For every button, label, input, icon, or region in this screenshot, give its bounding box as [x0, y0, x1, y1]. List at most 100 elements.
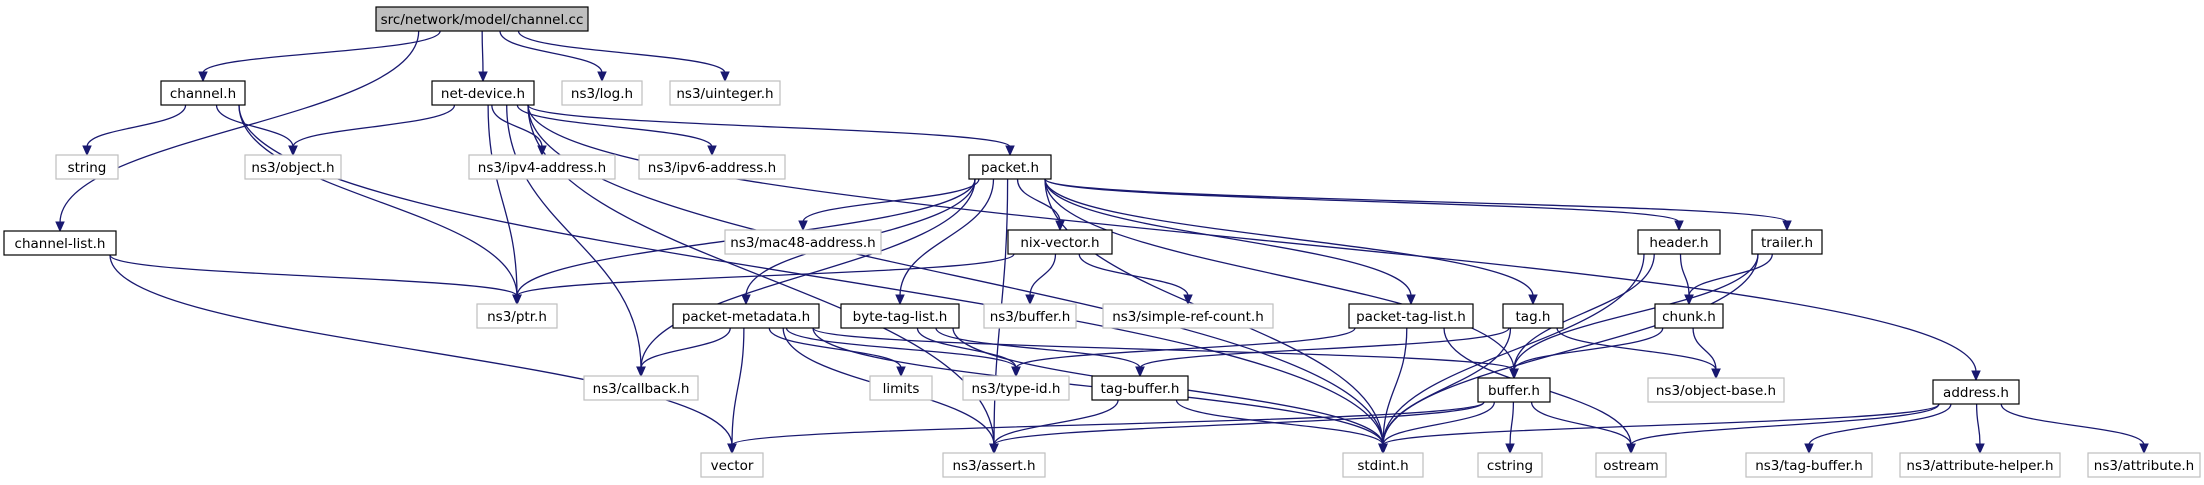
node-box — [840, 303, 960, 329]
node-attribute-helper-h: ns3/attribute-helper.h — [1899, 452, 2061, 478]
node-type-id-h: ns3/type-id.h — [962, 375, 1070, 401]
node-box — [983, 303, 1077, 329]
edge-packet-h-to-packet-tag-list-h — [1044, 178, 1416, 306]
graph-edges — [55, 30, 2149, 455]
edge-nix-vector-h-to-ptr-h — [512, 253, 1015, 306]
node-label: channel-list.h — [15, 236, 106, 252]
node-mac48-address-h: ns3/mac48-address.h — [724, 229, 882, 255]
node-channel-list-h[interactable]: channel-list.h — [3, 230, 117, 256]
edge-line — [238, 104, 518, 297]
arrowhead — [1011, 366, 1021, 378]
edge-packet-h-to-header-h — [1044, 178, 1684, 232]
edge-nix-vector-h-to-simple-ref-count-h — [1078, 253, 1193, 306]
node-trailer-h[interactable]: trailer.h — [1751, 229, 1823, 255]
edge-line — [1015, 327, 1356, 369]
arrowhead — [895, 294, 905, 306]
arrowhead — [1804, 443, 1814, 455]
edge-channel-h-to-object-h — [215, 104, 298, 157]
edge-trailer-h-to-chunk-h — [1684, 253, 1773, 306]
edge-line — [491, 104, 543, 148]
edge-line — [1044, 178, 1788, 223]
node-address-h[interactable]: address.h — [1932, 379, 2020, 405]
node-box — [1102, 303, 1274, 329]
node-string: string — [55, 154, 119, 180]
edge-address-h-to-attribute-helper-h — [1975, 403, 1985, 455]
node-label: chunk.h — [1662, 309, 1716, 325]
edge-line — [499, 30, 603, 74]
edge-line — [1382, 401, 1495, 446]
arrowhead — [727, 443, 737, 455]
node-chunk-h[interactable]: chunk.h — [1654, 303, 1724, 329]
node-byte-tag-list-h[interactable]: byte-tag-list.h — [840, 303, 960, 329]
node-label: ns3/type-id.h — [972, 381, 1061, 397]
edge-line — [202, 30, 441, 74]
node-label: ns3/object.h — [251, 160, 334, 176]
edge-line — [731, 327, 745, 446]
node-label: ns3/ptr.h — [487, 309, 547, 325]
node-label: cstring — [1487, 458, 1533, 474]
node-assert-h: ns3/assert.h — [942, 452, 1046, 478]
node-attribute-h: ns3/attribute.h — [2087, 452, 2201, 478]
edge-line — [1044, 178, 1515, 371]
edge-line — [1139, 327, 1510, 369]
node-label: ns3/object-base.h — [1656, 383, 1776, 399]
node-packet-tag-list-h[interactable]: packet-tag-list.h — [1348, 303, 1474, 329]
edge-root-to-log-h — [499, 30, 607, 83]
node-buffer-h[interactable]: buffer.h — [1477, 377, 1551, 403]
node-buffer-ns3-h: ns3/buffer.h — [983, 303, 1077, 329]
node-box — [1899, 452, 2061, 478]
arrowhead — [741, 294, 751, 306]
edge-line — [86, 104, 187, 148]
arrowhead — [1971, 370, 1981, 382]
edge-packet-h-to-trailer-h — [1044, 178, 1792, 232]
node-packet-h[interactable]: packet.h — [968, 154, 1052, 180]
edge-tag-h-to-object-base-h — [1556, 327, 1721, 380]
edge-line — [292, 104, 456, 148]
node-ptr-h: ns3/ptr.h — [476, 303, 558, 329]
node-channel-h[interactable]: channel.h — [160, 80, 246, 106]
edge-net-device-h-to-address-h — [527, 104, 1981, 382]
node-header-h[interactable]: header.h — [1637, 229, 1721, 255]
arrowhead — [896, 366, 906, 378]
edge-packet-metadata-h-to-limits — [768, 327, 906, 378]
node-box — [1932, 379, 2020, 405]
edge-line — [487, 104, 518, 297]
edge-line — [768, 327, 902, 369]
edge-line — [1808, 403, 1952, 446]
edge-address-h-to-tag-buffer-ns3-h — [1804, 403, 1952, 455]
node-tag-buffer-h[interactable]: tag-buffer.h — [1091, 375, 1189, 401]
node-box — [1342, 452, 1424, 478]
edge-buffer-h-to-vector — [727, 401, 1485, 455]
edge-net-device-h-to-packet-h — [527, 104, 1015, 157]
edge-nix-vector-h-to-buffer-ns3-h — [1025, 253, 1057, 306]
arrowhead — [798, 220, 808, 232]
node-packet-metadata-h[interactable]: packet-metadata.h — [672, 303, 820, 329]
edge-buffer-h-to-stdint-h — [1378, 401, 1495, 455]
node-tag-h[interactable]: tag.h — [1502, 303, 1564, 329]
edge-packet-h-to-mac48-address-h — [798, 178, 980, 232]
edge-line — [1382, 403, 1940, 446]
node-label: ns3/simple-ref-count.h — [1112, 309, 1264, 325]
node-box — [561, 80, 643, 106]
node-box — [1348, 303, 1474, 329]
edge-net-device-h-to-callback-h — [506, 104, 646, 378]
node-label: tag-buffer.h — [1101, 381, 1180, 397]
node-box — [375, 6, 589, 32]
node-cstring: cstring — [1477, 452, 1543, 478]
edge-tag-h-to-tag-buffer-h — [1135, 327, 1510, 378]
edge-address-h-to-attribute-h — [2000, 403, 2149, 455]
edge-root-to-uinteger-h — [517, 30, 730, 83]
node-object-h: ns3/object.h — [244, 154, 342, 180]
node-box — [1091, 375, 1189, 401]
arrowhead — [989, 443, 999, 455]
arrowhead — [2139, 443, 2149, 455]
edge-line — [1679, 253, 1690, 297]
node-uinteger-h: ns3/uinteger.h — [669, 80, 781, 106]
edge-line — [899, 178, 995, 297]
node-ostream: ostream — [1595, 452, 1667, 478]
edge-line — [993, 399, 1119, 446]
node-net-device-h[interactable]: net-device.h — [431, 80, 535, 106]
edge-line — [1556, 327, 1717, 371]
node-nix-vector-h[interactable]: nix-vector.h — [1007, 229, 1113, 255]
